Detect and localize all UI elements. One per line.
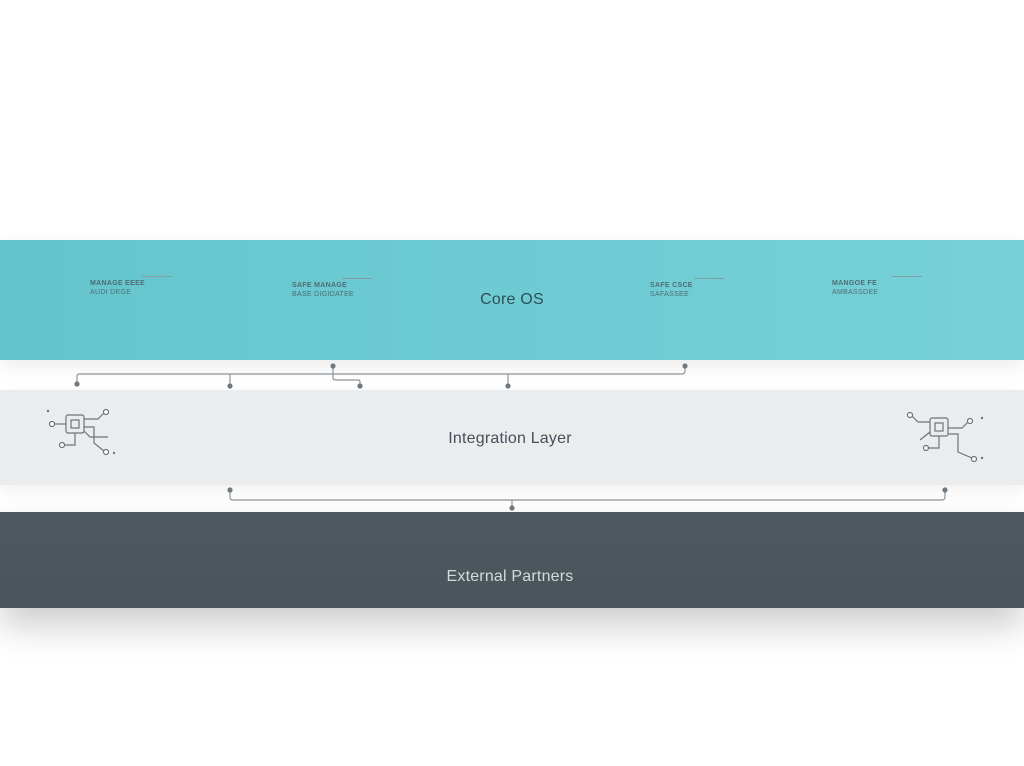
core-module-2-subtitle: BASE DIGIDATEE xyxy=(292,291,355,298)
core-os-label: Core OS xyxy=(480,291,544,308)
external-partners-label: External Partners xyxy=(446,568,574,585)
integration-layer xyxy=(0,390,1024,485)
connector-node xyxy=(505,383,511,389)
connector-node xyxy=(227,487,233,493)
connector-node xyxy=(942,487,948,493)
core-module-3-subtitle: SAFASSEE xyxy=(650,291,689,298)
core-module-2: SAFE MANAGE BASE DIGIDATEE xyxy=(292,278,372,299)
connector-node xyxy=(357,383,363,389)
connector-node xyxy=(330,363,336,369)
core-module-4-title: MANGOE FE xyxy=(832,280,878,287)
circuit-chip-icon xyxy=(46,408,116,456)
core-connector-bus xyxy=(76,363,686,385)
core-module-1-subtitle: AUDI DEGE xyxy=(90,289,132,296)
core-module-3: SAFE CSCE SAFASSEE xyxy=(650,278,724,299)
connector-node xyxy=(74,381,80,387)
core-module-3-title: SAFE CSCE xyxy=(650,282,693,289)
external-connector-bus xyxy=(229,487,946,501)
core-module-4: MANGOE FE AMBASSDEE xyxy=(832,276,922,297)
connector-node xyxy=(509,505,515,511)
integration-layer-label: Integration Layer xyxy=(448,430,572,447)
connector-node xyxy=(682,363,688,369)
core-module-1: MANAGE EEEE AUDI DEGE xyxy=(90,276,172,297)
core-module-2-title: SAFE MANAGE xyxy=(292,282,348,289)
core-module-1-title: MANAGE EEEE xyxy=(90,280,146,287)
circuit-chip-icon xyxy=(906,411,984,463)
external-partners-layer xyxy=(0,512,1024,608)
connector-node xyxy=(227,383,233,389)
core-os-layer xyxy=(0,240,1024,360)
core-module-4-subtitle: AMBASSDEE xyxy=(832,289,879,296)
